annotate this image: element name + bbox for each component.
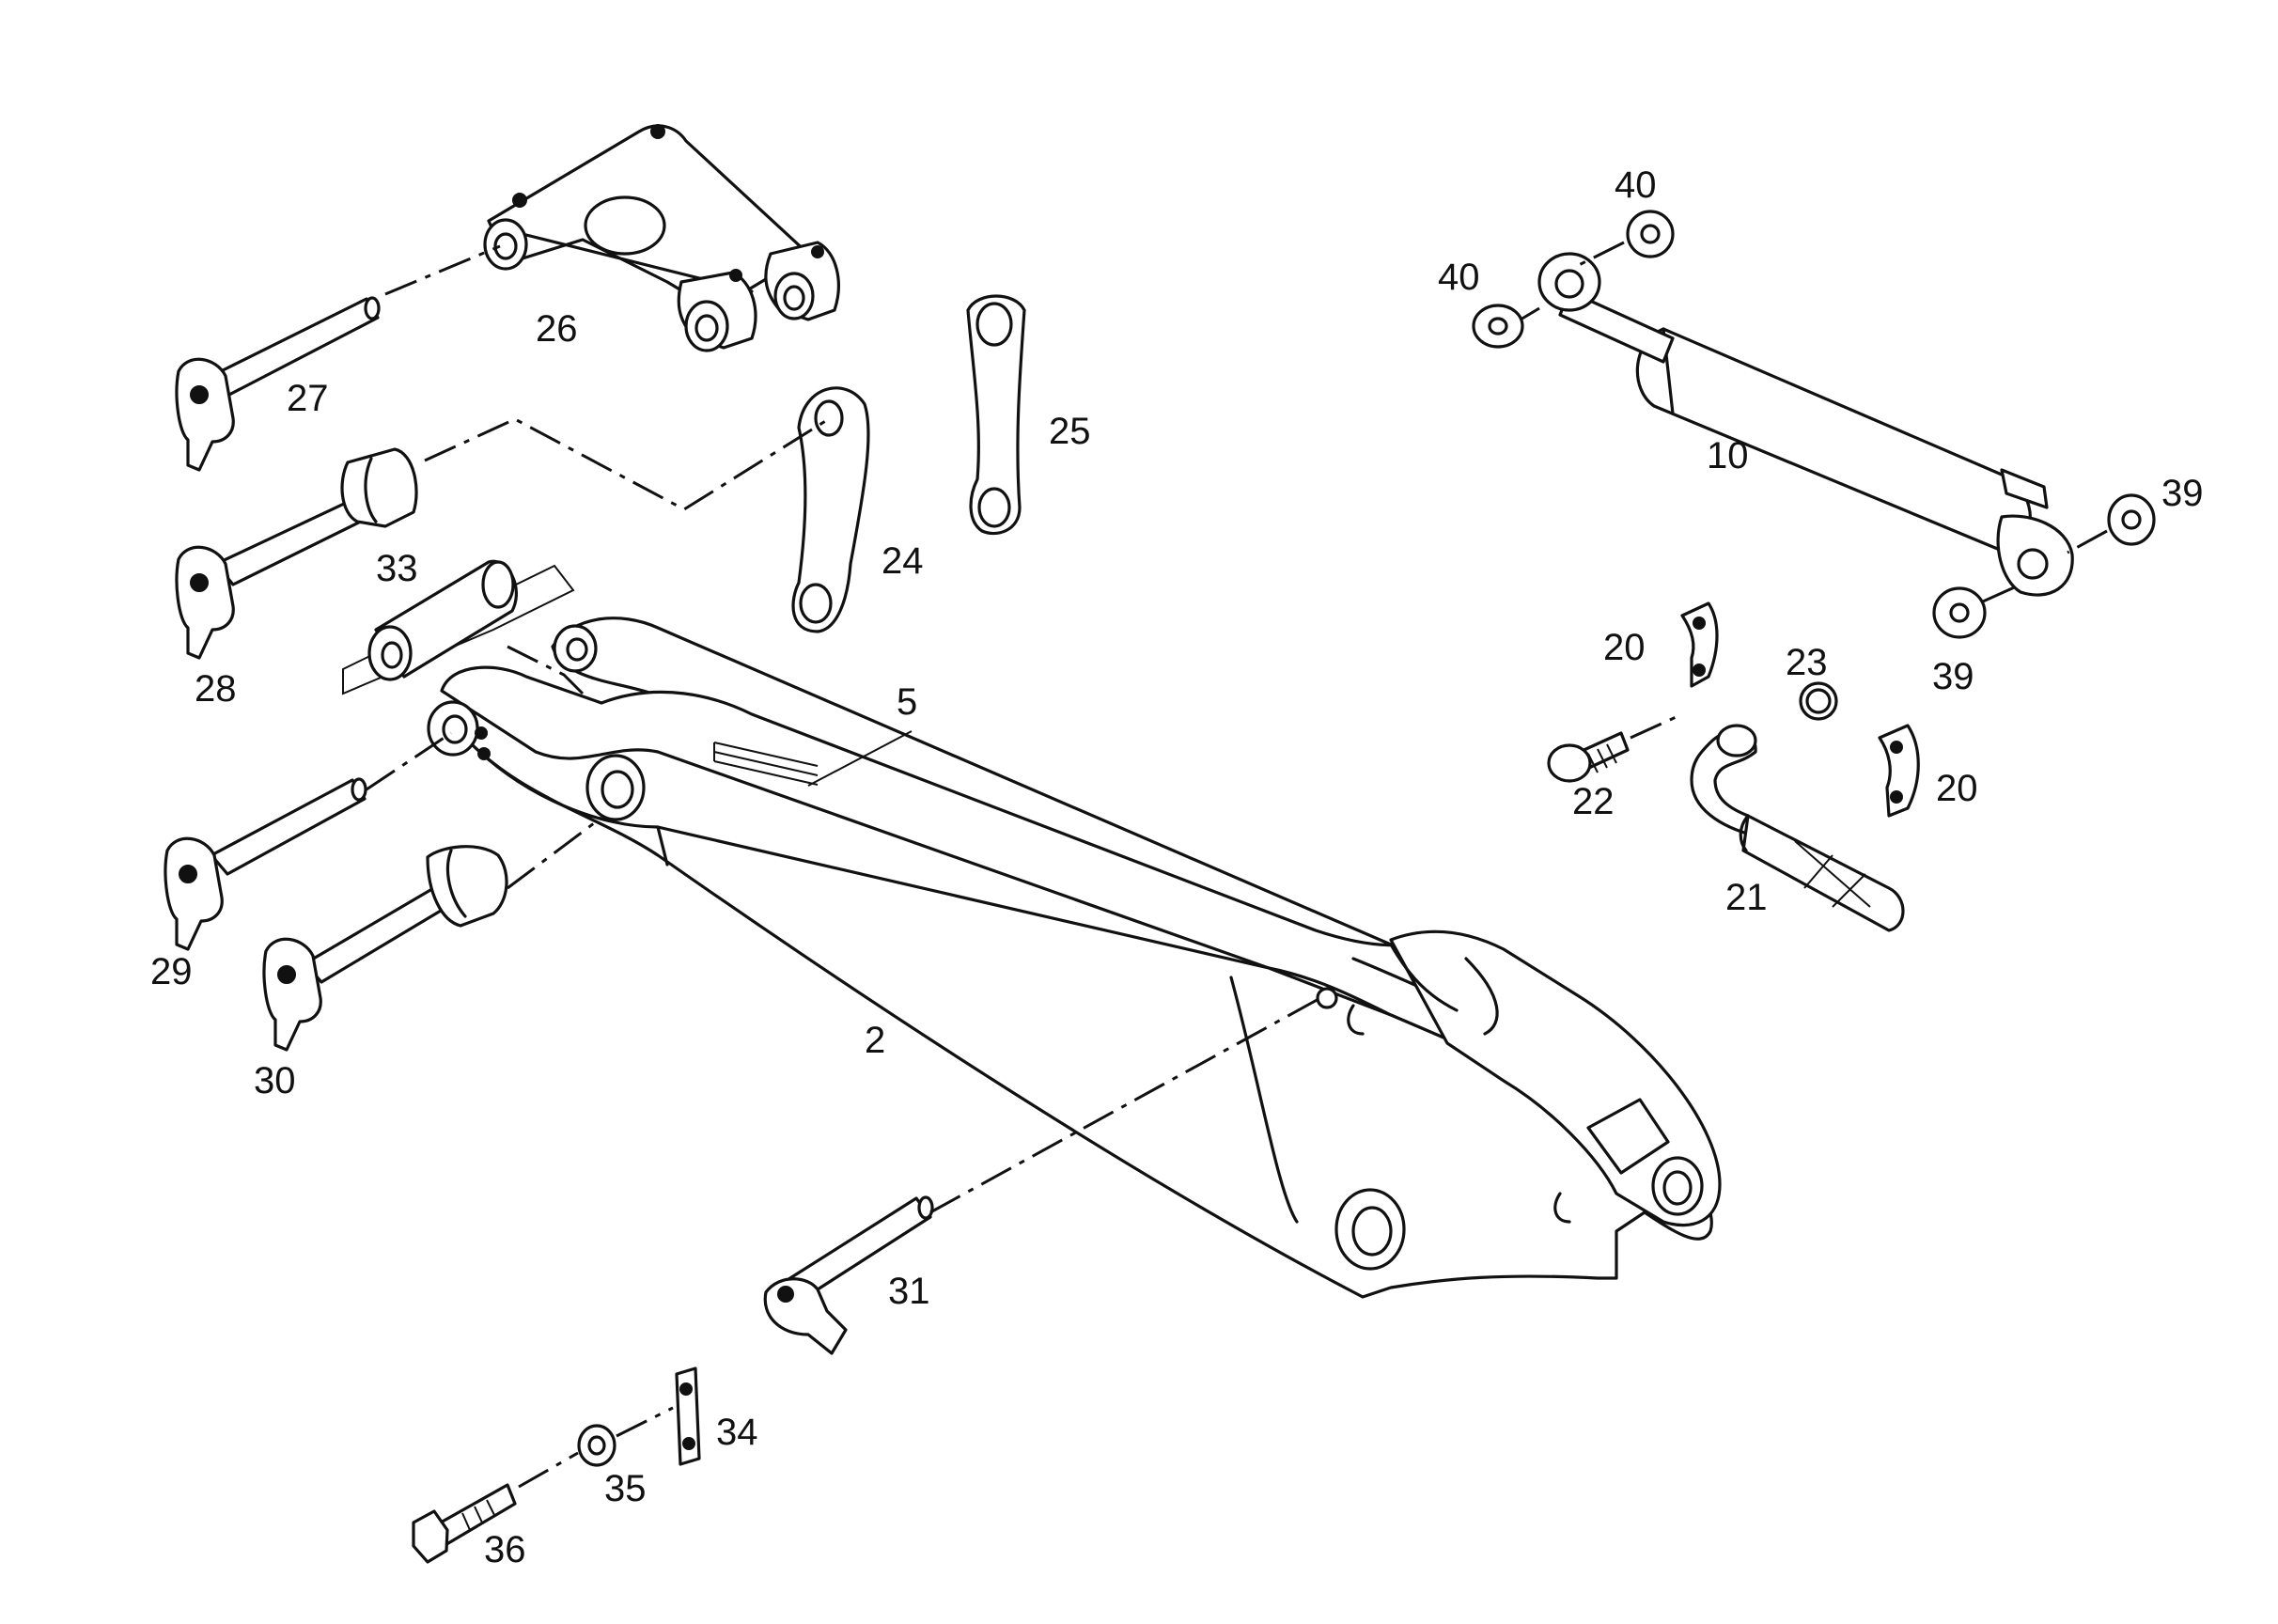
callout-36: 36: [484, 1529, 526, 1570]
callout-2: 2: [865, 1020, 885, 1061]
callout-40a: 40: [1615, 164, 1657, 206]
pin-29: [164, 777, 367, 951]
callout-39b: 39: [1932, 656, 1974, 697]
callout-31: 31: [888, 1271, 930, 1312]
callout-20a: 20: [1603, 627, 1646, 668]
callout-27: 27: [287, 378, 329, 419]
callout-21: 21: [1725, 877, 1768, 918]
callout-5: 5: [897, 681, 917, 723]
link-24: [791, 386, 870, 633]
callout-33: 33: [376, 548, 418, 589]
hose-clamp-assembly: [1547, 601, 1920, 932]
hydraulic-cylinder: [1537, 252, 2074, 597]
callout-26: 26: [536, 308, 578, 350]
pin-28: [175, 447, 418, 660]
callout-24: 24: [882, 540, 924, 582]
link-25: [966, 294, 1026, 536]
callout-25: 25: [1049, 411, 1091, 452]
bushing-33: [342, 559, 575, 695]
pin-27: [175, 296, 381, 472]
callout-34: 34: [716, 1412, 758, 1453]
boom-arm: [427, 617, 1722, 1299]
callout-23: 23: [1786, 642, 1828, 683]
fastener-set: [412, 1366, 701, 1564]
callout-22: 22: [1572, 781, 1615, 822]
callout-30: 30: [254, 1060, 296, 1101]
callout-numbers: 2 5 10 20 20 21 22 23 24 25 26 27 28 29 …: [150, 164, 2204, 1570]
assembly-center-lines: [366, 241, 2108, 1489]
pin-31: [763, 1195, 934, 1355]
callout-29: 29: [150, 951, 193, 992]
callout-35: 35: [604, 1468, 647, 1509]
washers: [1472, 210, 2156, 639]
callout-40b: 40: [1438, 257, 1480, 298]
link-bracket: [483, 124, 840, 352]
callout-39a: 39: [2161, 473, 2204, 514]
callout-10: 10: [1707, 435, 1749, 476]
leader-lines: [807, 730, 913, 787]
pin-30: [262, 845, 508, 1052]
callout-28: 28: [195, 668, 237, 710]
callout-20b: 20: [1936, 768, 1978, 809]
